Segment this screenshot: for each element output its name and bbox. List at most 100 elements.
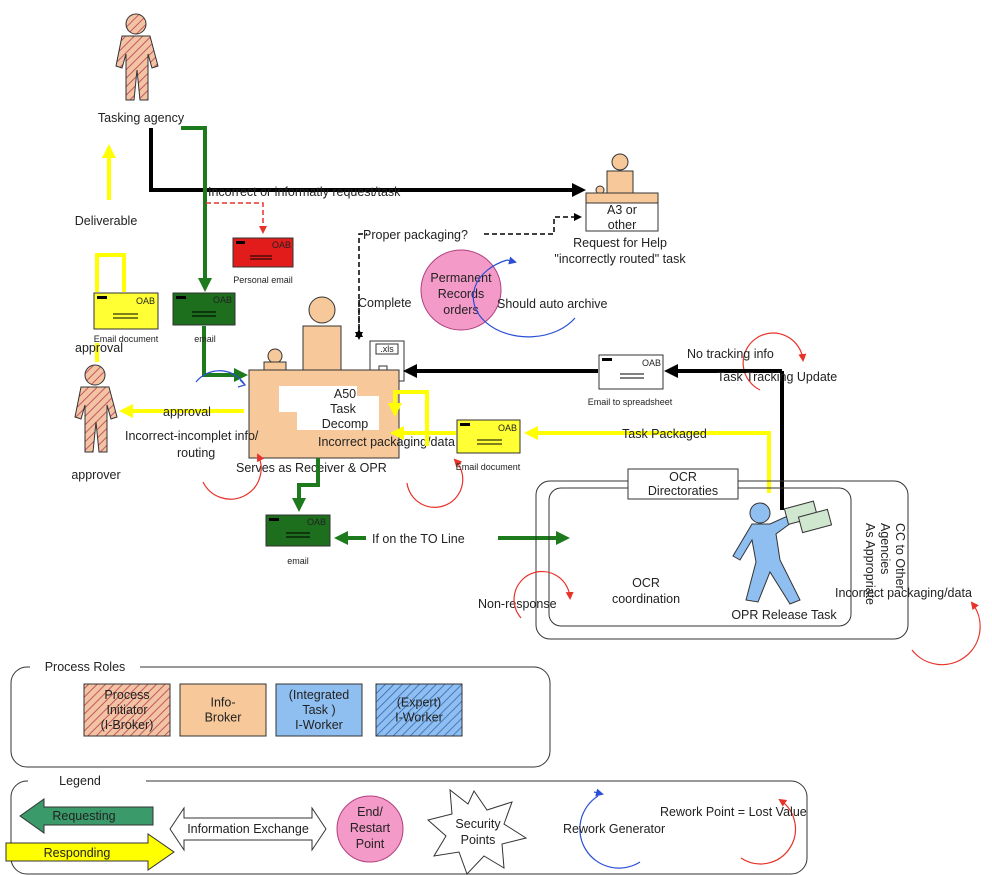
process-role-label: I-Worker [295,718,343,732]
cc-label-1: CC to Other [893,523,907,590]
opr-walking-person-icon [732,500,833,605]
incorrect-incomplete-label-2: routing [177,446,215,460]
legend-responding-arrow-icon [5,833,175,871]
svg-text:OAB: OAB [498,423,517,433]
a3-desk-label-2: other [608,218,637,232]
process-role-label: (Integrated [289,688,350,702]
legend-requesting-arrow-icon [19,798,154,834]
incorrect-packaging-2-label: Incorrect packaging/data [835,586,972,600]
incorrect-request-label: Incorrect or informatly request/task [208,185,401,199]
request-help-label-1: Request for Help [573,236,667,250]
process-role-label: (Expert) [397,696,441,710]
tasking-green-arrow [181,126,212,292]
process-role-box [83,683,171,737]
process-role-box [275,683,363,737]
no-tracking-info-label: No tracking info [687,347,774,361]
process-role-label: Broker [205,711,242,725]
xls-label: .xls [380,344,394,354]
approval-label: approval [163,405,211,419]
serves-as-label: Serves as Receiver & OPR [236,461,387,475]
process-role-label: (I-Broker) [101,718,154,732]
email-document-right-envelope-icon: OAB [456,419,521,454]
process-role-label: I-Worker [395,711,443,725]
records-label-1: Permanent [430,271,492,285]
records-label-2: Records [438,287,485,301]
legend-information-exchange-arrow-icon [169,806,327,852]
cc-label-2: Agencies [878,523,892,574]
rework-point-arc-middle [406,458,464,508]
a50-yellow-loop-arrow [388,390,429,446]
svg-text:OAB: OAB [307,517,326,527]
a50-desk-label-3: Decomp [322,417,369,431]
tasking-agency-person-icon [115,13,159,101]
approval-top-label: approval [75,341,123,355]
legend-security-star-icon [426,788,528,875]
records-label-3: orders [443,303,478,317]
incorrect-incomplete-label-1: Incorrect-incomplet info/ [125,429,259,443]
a50-rework-generator-arc [195,370,246,386]
non-response-label: Non-response [478,597,557,611]
if-on-to-line-label: If on the TO Line [372,532,465,546]
rework-point-arc-left [202,453,265,500]
email-green-2-label: email [287,556,309,566]
rework-point-arc-tracking [742,332,807,391]
proper-packaging-label: Proper packaging? [363,228,468,242]
process-role-label: Info- [210,696,235,710]
personal-email-label: Personal email [233,275,293,285]
svg-text:OAB: OAB [642,358,661,368]
task-tracking-update-label: Task Tracking Update [717,370,837,384]
should-auto-archive-label: Should auto archive [497,297,608,311]
legend-requesting-label: Requesting [52,809,115,823]
complete-label: Complete [358,296,412,310]
request-help-label-2: "incorrectly routed" task [554,252,686,266]
cc-label-3: As Appropriate [863,523,877,605]
ocr-coordination-label-1: OCR [632,576,660,590]
legend-end-restart-label-3: Point [356,837,385,851]
a3-desk-person-icon [585,153,659,232]
rework-point-arc-non-response [513,570,574,619]
ocr-directorates-label-2: Directoraties [648,484,718,498]
process-role-label: Task ) [302,703,335,717]
legend-information-exchange-label: Information Exchange [187,822,309,836]
email-to-spreadsheet-label: Email to spreadsheet [588,397,673,407]
legend-rework-point-label: Rework Point = Lost Value [660,805,807,819]
legend-rework-generator-arrowhead [593,788,604,797]
task-packaged-arrow [524,426,771,493]
approver-label: approver [71,468,120,482]
legend-title: Legend [59,774,101,788]
rework-point-arc-cc [911,601,981,666]
ocr-outer-container [535,480,909,640]
a50-desk-label-2: Task [330,402,356,416]
legend-end-restart-label-2: Restart [350,821,391,835]
process-role-label: Process [104,688,149,702]
legend-rework-generator-arc [579,795,641,869]
opr-release-task-label: OPR Release Task [731,608,837,622]
auto-archive-rework-arrowhead [506,256,517,265]
svg-text:OAB: OAB [136,296,155,306]
permanent-records-circle [420,249,502,331]
svg-text:OAB: OAB [272,240,291,250]
legend-rework-point-arc [740,798,797,865]
process-role-box [179,683,267,737]
incorrect-packaging-label: Incorrect packaging/data [318,435,455,449]
legend-end-restart-label-1: End/ [357,805,383,819]
email-document-left-envelope-icon: OAB [93,292,159,330]
a50-to-email-green-arrow [292,458,320,512]
a3-desk-label-1: A3 or [607,203,637,217]
personal-email-dashed-arrow [206,202,267,234]
legend-responding-label: Responding [44,846,111,860]
task-packaged-label: Task Packaged [622,427,707,441]
email-to-spreadsheet-envelope-icon: OAB [598,354,664,390]
svg-text:OAB: OAB [213,295,232,305]
tasking-agency-label: Tasking agency [98,111,185,125]
a50-rework-generator-arrowhead [237,379,247,388]
email-green-label: email [194,334,216,344]
proper-packaging-dashed-left [355,233,367,337]
email-green-2-envelope-icon: OAB [265,514,331,547]
email-green-envelope-icon: OAB [172,292,236,326]
proper-packaging-dashed-right [484,213,582,235]
a50-desk-person-icon [248,296,400,459]
deliverable-label: Deliverable [75,214,138,228]
legend-security-label-1: Security [455,817,501,831]
